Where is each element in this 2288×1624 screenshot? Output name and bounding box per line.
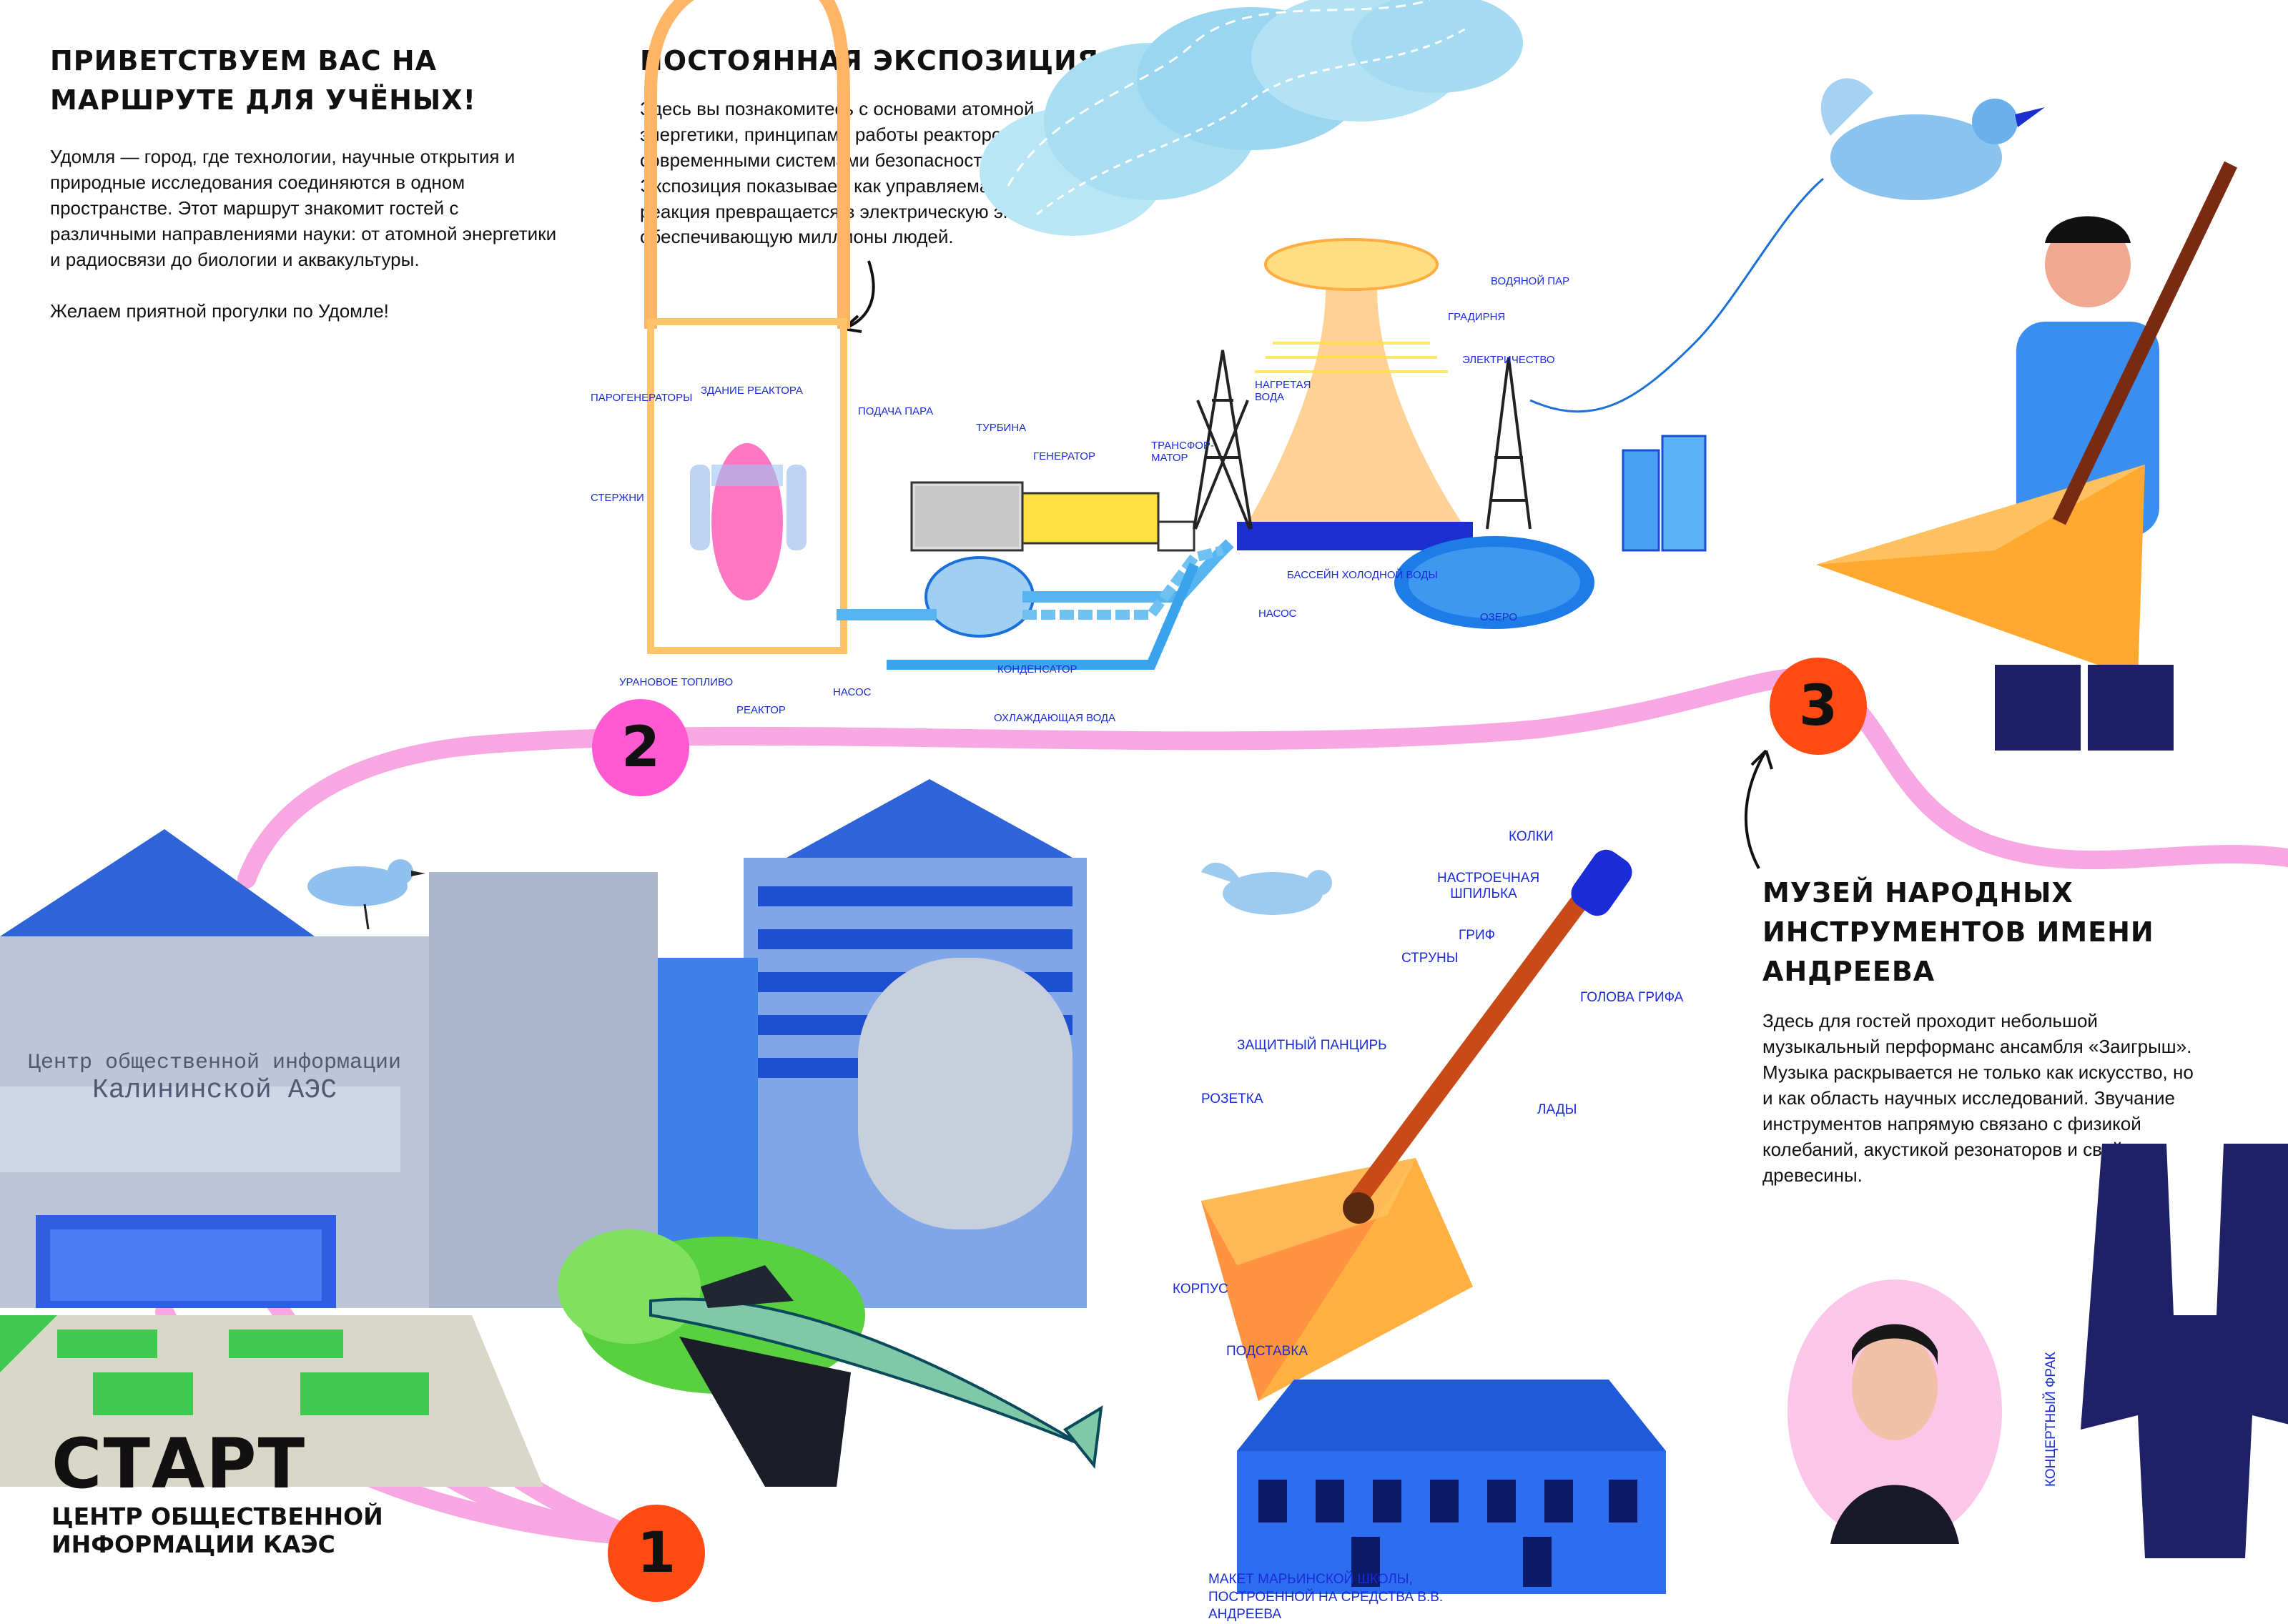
- stop-marker-2[interactable]: 2: [592, 699, 689, 796]
- start-block: СТАРТ Центр общественной информации КАЭС: [51, 1430, 383, 1558]
- stop-marker-3[interactable]: 3: [1770, 658, 1867, 755]
- intro-block: Приветствуем вас на маршруте для учёных!…: [50, 41, 565, 324]
- label-cold-pool: Бассейн холодной воды: [1287, 569, 1438, 581]
- label-lake: Озеро: [1480, 611, 1518, 623]
- building-sign-line1: Центр общественной информации: [27, 1051, 402, 1075]
- tailcoat-caption: Концертный фрак: [2043, 1352, 2058, 1487]
- label-rods: Стержни: [591, 492, 644, 504]
- building-sign: Центр общественной информации Калининско…: [21, 1051, 408, 1106]
- exposition-text: Здесь вы познакомитесь с основами атомно…: [640, 98, 1071, 248]
- label-cooling-water: Охлаждающая вода: [994, 712, 1116, 724]
- label-heated-water: Нагретая вода: [1255, 379, 1311, 403]
- exposition-title: Постоянная экспозиция: [640, 45, 1100, 76]
- stop-marker-1[interactable]: 1: [608, 1505, 705, 1602]
- museum-arrow-icon: [1744, 749, 1773, 869]
- label-body: Корпус: [1173, 1282, 1228, 1297]
- label-steam-supply: Подача пара: [858, 405, 934, 417]
- intro-title: Приветствуем вас на маршруте для учёных!: [50, 45, 476, 117]
- label-reactor: Реактор: [736, 704, 786, 716]
- intro-wish: Желаем приятной прогулки по Удомле!: [50, 299, 389, 322]
- balalaika-diagram: [1201, 849, 1632, 1401]
- label-uranium-fuel: Урановое топливо: [619, 676, 734, 688]
- info-center-building: [0, 779, 1087, 1487]
- label-pump-2: Насос: [1258, 608, 1297, 620]
- label-tuning-pin: Настроечная шпилька: [1437, 871, 1540, 901]
- label-pump-1: Насос: [833, 686, 872, 698]
- school-caption: Макет Марьинской школы, построенной на с…: [1208, 1572, 1444, 1623]
- label-neck: Гриф: [1459, 928, 1496, 943]
- nuclear-plant-diagram: [644, 0, 1824, 670]
- label-condenser: Конденсатор: [997, 663, 1078, 675]
- steam-cloud: [980, 0, 1523, 236]
- label-transformer: Трансфор-матор: [1151, 440, 1214, 464]
- label-cooling-tower: Градирня: [1448, 311, 1506, 323]
- intro-text: Удомля — город, где технологии, научные …: [50, 146, 557, 270]
- label-pegs: Колки: [1509, 829, 1554, 844]
- label-rosette: Розетка: [1201, 1091, 1263, 1106]
- museum-text: Здесь для гостей проходит небольшой музы…: [1762, 1010, 2194, 1186]
- tailcoat-icon: [2081, 1144, 2288, 1558]
- label-water-vapor: Водяной пар: [1491, 275, 1570, 287]
- flying-seagull-icon: [1201, 862, 1332, 915]
- balalaika-player: [1816, 161, 2238, 751]
- start-line-2: информации КАЭС: [51, 1530, 335, 1558]
- start-line-1: Центр общественной: [51, 1502, 383, 1530]
- exposition-block: Постоянная экспозиция Здесь вы познакоми…: [640, 41, 1140, 250]
- building-sign-line2: Калининской АЭС: [92, 1075, 337, 1106]
- label-strings: Струны: [1401, 951, 1459, 966]
- start-title: СТАРТ: [51, 1424, 307, 1504]
- museum-title: Музей народных инструментов имени Андрее…: [1762, 877, 2154, 988]
- label-frets: Лады: [1537, 1102, 1577, 1117]
- label-turbine: Турбина: [976, 422, 1027, 434]
- seagull-top-icon: [1820, 78, 2045, 200]
- seagull-icon: [307, 859, 425, 930]
- label-electricity: Электричество: [1462, 354, 1555, 366]
- museum-block: Музей народных инструментов имени Андрее…: [1762, 873, 2249, 1188]
- label-steam-generators: Парогенераторы: [591, 392, 693, 404]
- label-generator: Генератор: [1033, 450, 1095, 462]
- label-bridge: Подставка: [1226, 1344, 1308, 1359]
- sturgeon-icon: [649, 1265, 1103, 1487]
- label-reactor-building: Здание реактора: [701, 385, 803, 397]
- school-model: [1237, 1380, 1666, 1594]
- andreev-portrait: [1788, 1279, 2002, 1544]
- label-pickguard: Защитный панцирь: [1237, 1038, 1387, 1053]
- label-headstock: Голова грифа: [1580, 990, 1684, 1005]
